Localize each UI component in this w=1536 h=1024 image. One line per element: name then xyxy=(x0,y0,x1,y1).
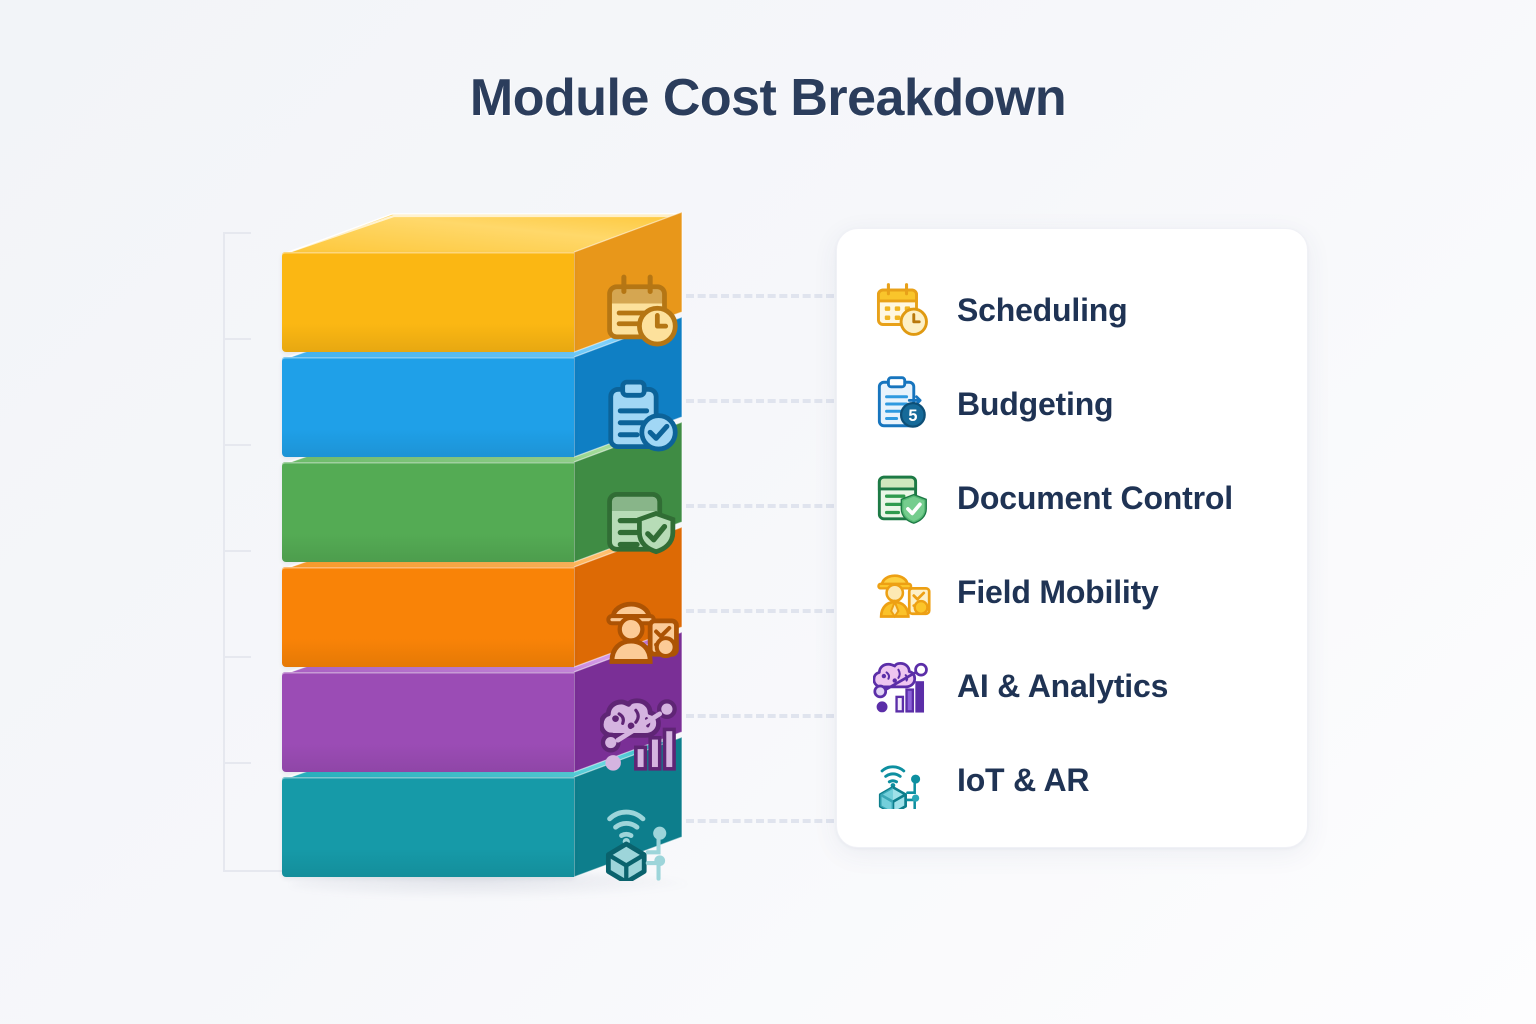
legend-item-scheduling[interactable]: Scheduling xyxy=(871,263,1275,357)
connector-field-mobility xyxy=(686,609,834,617)
axis-tick xyxy=(223,550,251,552)
axis-tick xyxy=(223,444,251,446)
legend-item-budgeting[interactable]: 5 Budgeting xyxy=(871,357,1275,451)
value-axis xyxy=(205,232,301,872)
axis-tick xyxy=(223,762,251,764)
legend-list: Scheduling 5 Budgeting xyxy=(871,263,1275,827)
block-front-face xyxy=(282,357,574,457)
legend-item-label: Scheduling xyxy=(957,291,1128,328)
legend-item-label: Budgeting xyxy=(957,385,1114,422)
legend-item-label: IoT & AR xyxy=(957,761,1090,798)
page-title: Module Cost Breakdown xyxy=(469,69,1067,127)
axis-tick xyxy=(223,232,251,234)
iot-cube-icon xyxy=(871,749,933,811)
connector-ai-analytics xyxy=(686,714,834,722)
legend-item-label: Document Control xyxy=(957,479,1233,516)
calendar-clock-icon xyxy=(871,279,933,341)
axis-line xyxy=(223,232,225,872)
axis-baseline xyxy=(223,870,301,872)
block-front-face xyxy=(282,672,574,772)
legend-item-field-mobility[interactable]: Field Mobility xyxy=(871,545,1275,639)
worker-tablet-icon xyxy=(871,561,933,623)
connector-budgeting xyxy=(686,399,834,407)
module-stack xyxy=(282,212,684,882)
block-front-face xyxy=(282,462,574,562)
legend-item-label: Field Mobility xyxy=(957,573,1159,610)
connector-document-control xyxy=(686,504,834,512)
document-shield-icon xyxy=(871,467,933,529)
connector-scheduling xyxy=(686,294,834,302)
block-front-face xyxy=(282,777,574,877)
legend-item-document-control[interactable]: Document Control xyxy=(871,451,1275,545)
axis-tick xyxy=(223,656,251,658)
svg-text:5: 5 xyxy=(908,407,917,425)
block-side-face xyxy=(574,212,684,354)
legend-item-label: AI & Analytics xyxy=(957,667,1169,704)
connector-iot-ar xyxy=(686,819,834,827)
legend-item-iot-ar[interactable]: IoT & AR xyxy=(871,733,1275,827)
block-front-face xyxy=(282,567,574,667)
legend-panel: Scheduling 5 Budgeting xyxy=(836,228,1308,848)
block-front-face xyxy=(282,252,574,352)
clipboard-money-icon: 5 xyxy=(871,373,933,435)
brain-chart-icon xyxy=(871,655,933,717)
axis-tick xyxy=(223,338,251,340)
legend-item-ai-analytics[interactable]: AI & Analytics xyxy=(871,639,1275,733)
